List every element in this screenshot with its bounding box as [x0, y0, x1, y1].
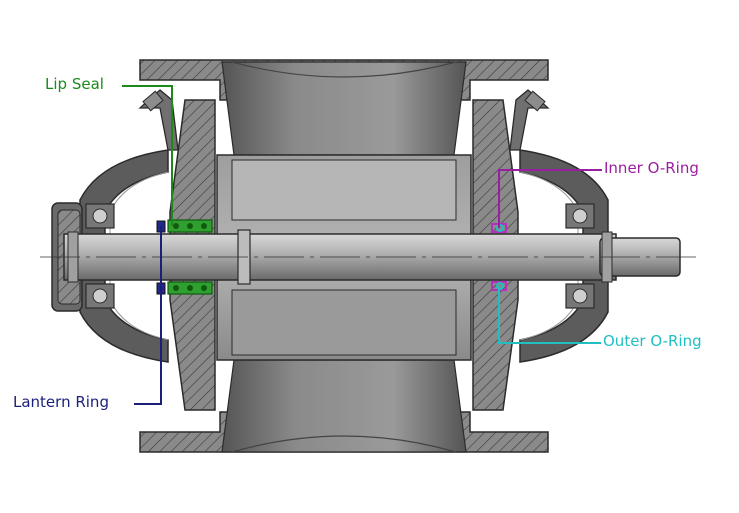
lip-seal-leader	[122, 85, 173, 226]
left-bearing-top	[85, 203, 115, 229]
lantern-ring-label: Lantern Ring	[13, 393, 109, 411]
inner-o-ring-leader	[498, 169, 602, 228]
lip-seal-top	[167, 219, 213, 233]
outer-o-ring-leader	[498, 286, 601, 344]
lip-seal-bottom	[167, 281, 213, 295]
lantern-ring-leader	[134, 226, 162, 405]
right-grease-fitting	[509, 89, 550, 151]
outlet-bore	[221, 359, 467, 453]
lip-seal-label: Lip Seal	[45, 75, 104, 93]
left-grease-fitting	[138, 89, 179, 151]
inlet-bore	[221, 61, 467, 156]
inner-o-ring-label: Inner O-Ring	[604, 159, 699, 177]
left-bearing-bottom	[85, 283, 115, 309]
right-bearing-bottom	[565, 283, 595, 309]
right-bearing-top	[565, 203, 595, 229]
outer-o-ring-label: Outer O-Ring	[603, 332, 702, 350]
